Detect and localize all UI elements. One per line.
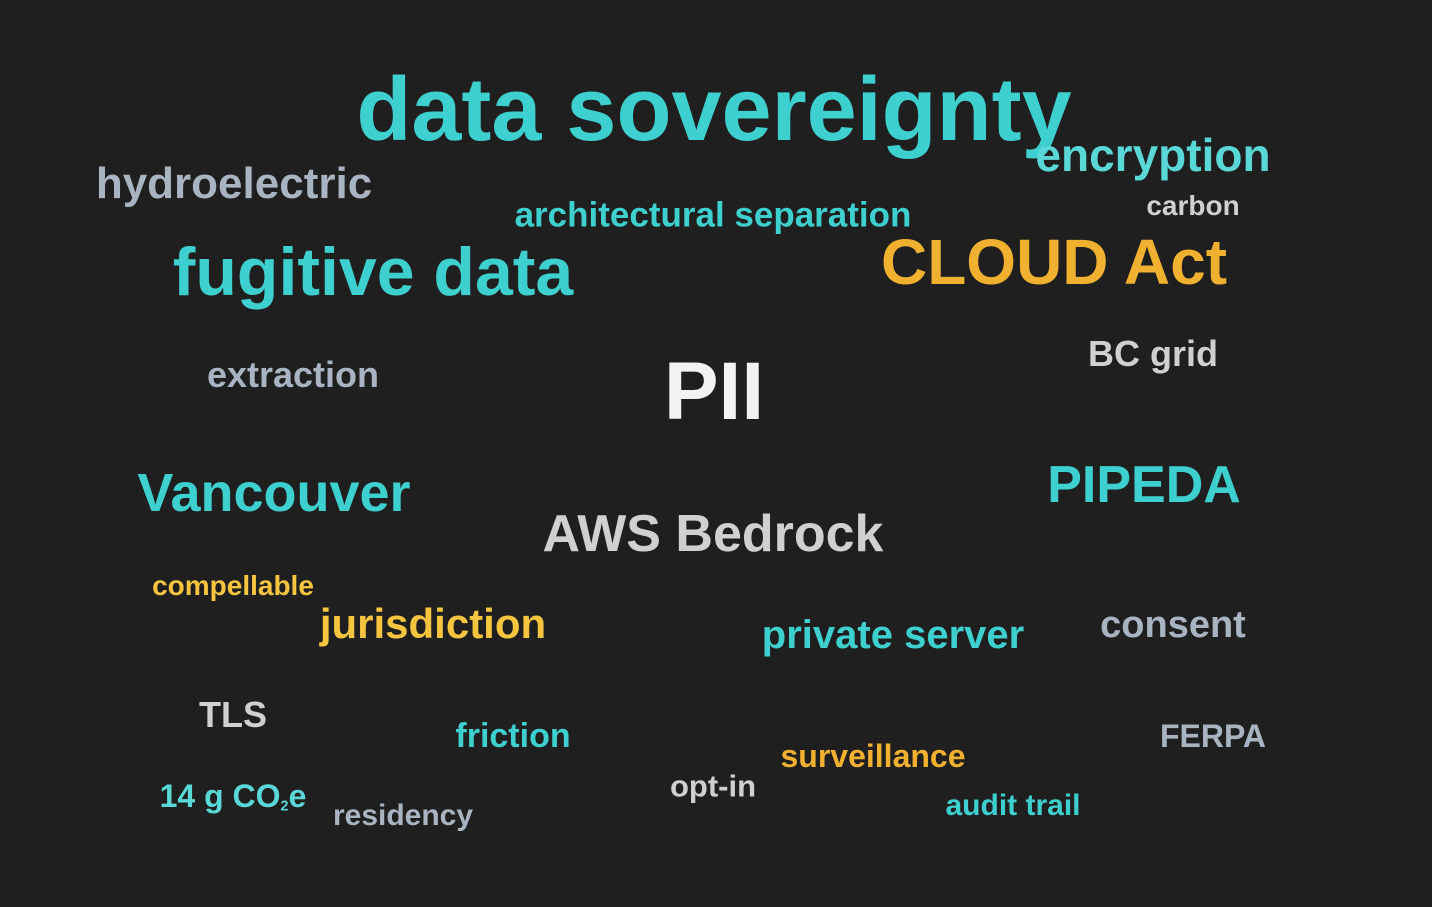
co2-prefix: 14 g CO: [159, 778, 281, 814]
word-extraction: extraction: [206, 354, 380, 395]
word-opt-in: opt-in: [669, 768, 757, 804]
word-hydroelectric: hydroelectric: [95, 159, 373, 208]
word-jurisdiction: jurisdiction: [319, 600, 547, 647]
word-encryption: encryption: [1035, 129, 1271, 181]
word-cloud-act: CLOUD Act: [880, 226, 1228, 298]
word-compellable: compellable: [152, 570, 314, 601]
word-carbon: carbon: [1146, 190, 1240, 221]
word-pii: PII: [663, 346, 765, 437]
word-vancouver: Vancouver: [137, 463, 411, 523]
co2-suffix: e: [288, 778, 307, 814]
word-fugitive-data: fugitive data: [172, 234, 574, 310]
word-private-server: private server: [761, 613, 1025, 657]
word-friction: friction: [455, 717, 571, 755]
co2-subscript: 2: [280, 798, 289, 815]
word-pipeda: PIPEDA: [1047, 456, 1241, 514]
word-14-g-co2e: 14 g CO2e: [160, 780, 307, 814]
word-audit-trail: audit trail: [945, 789, 1081, 822]
word-aws-bedrock: AWS Bedrock: [542, 505, 884, 563]
word-tls: TLS: [199, 694, 267, 735]
word-ferpa: FERPA: [1159, 718, 1267, 754]
word-surveillance: surveillance: [780, 738, 966, 774]
word-residency: residency: [332, 799, 474, 832]
word-architectural-separation: architectural separation: [514, 195, 912, 235]
word-consent: consent: [1100, 604, 1246, 646]
word-data-sovereignty: data sovereignty: [356, 60, 1072, 160]
word-bc-grid: BC grid: [1088, 333, 1218, 374]
